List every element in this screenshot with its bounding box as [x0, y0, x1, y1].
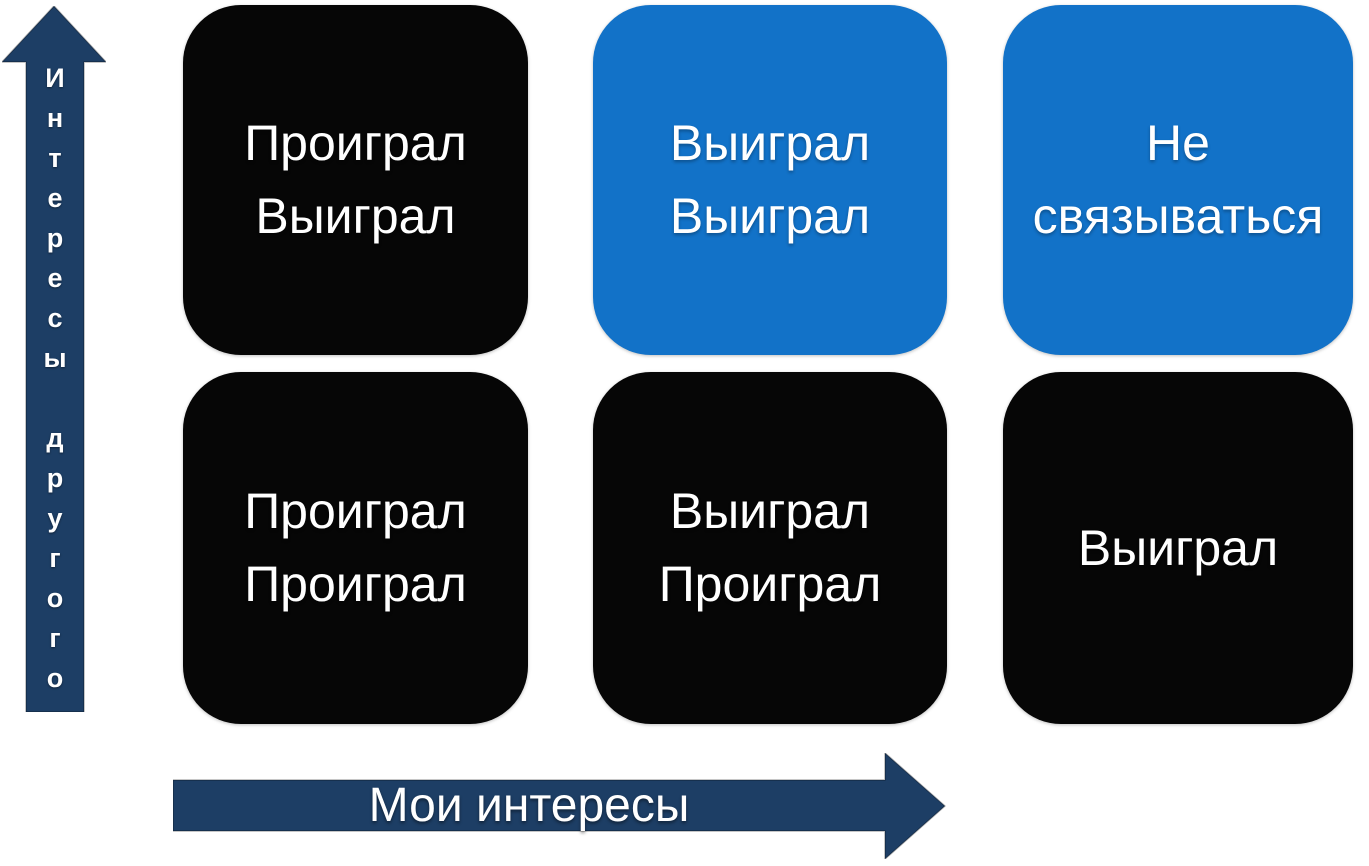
y-axis-label-letter: н: [46, 102, 64, 133]
y-axis-label-letter: ы: [43, 342, 67, 373]
cell-win-win-line1: Выиграл: [669, 115, 871, 171]
y-axis-label-letter: г: [49, 622, 61, 653]
cell-lose-lose-line2: Проиграл: [244, 556, 467, 612]
cell-avoid-line1: Не: [1146, 115, 1210, 171]
cell-win-lose-label: Выиграл Проиграл: [659, 475, 882, 621]
y-axis-label-letter: д: [46, 422, 64, 453]
cell-lose-lose-label: Проиграл Проиграл: [244, 475, 467, 621]
y-axis-label-letter: о: [46, 582, 64, 613]
cell-avoid-line2: связываться: [1032, 188, 1324, 244]
y-axis-label-letter: т: [48, 142, 62, 173]
cell-lose-win-line2: Выиграл: [255, 188, 456, 244]
cell-avoid-label: Не связываться: [1033, 107, 1324, 253]
cell-win: Выиграл: [1003, 372, 1353, 724]
y-axis-label-letter: [26, 378, 84, 418]
cell-lose-lose: Проиграл Проиграл: [183, 372, 528, 724]
cell-win-lose: Выиграл Проиграл: [593, 372, 947, 724]
y-axis-label-letter: о: [46, 662, 64, 693]
cell-win-win: Выиграл Выиграл: [593, 5, 947, 355]
x-axis-label: Мои интересы: [368, 778, 690, 832]
cell-win-lose-line1: Выиграл: [669, 483, 871, 539]
y-axis-label-letter: р: [46, 222, 64, 253]
y-axis-label-letter: у: [47, 502, 63, 533]
cell-lose-win-label: Проиграл Выиграл: [244, 107, 467, 253]
cell-lose-lose-line1: Проиграл: [244, 483, 467, 539]
y-axis-up-arrow-icon: [2, 6, 106, 712]
cell-win-line1: Выиграл: [1077, 519, 1279, 576]
x-axis-right-arrow-icon: [173, 753, 946, 859]
cell-avoid: Не связываться: [1003, 5, 1353, 355]
y-axis-label-letter: И: [45, 62, 65, 93]
y-axis-label-letter: р: [46, 462, 64, 493]
y-axis-label-letter: с: [47, 302, 63, 333]
y-axis-label-letter: г: [49, 542, 61, 573]
cell-win-win-label: Выиграл Выиграл: [670, 107, 870, 253]
cell-win-win-line2: Выиграл: [669, 188, 871, 244]
y-axis-label-letter: е: [47, 182, 63, 213]
cell-lose-win-line1: Проиграл: [244, 115, 467, 171]
cell-win-label: Выиграл: [1078, 512, 1278, 585]
cell-lose-win: Проиграл Выиграл: [183, 5, 528, 355]
y-axis-label-letter: е: [47, 262, 63, 293]
cell-win-lose-line2: Проиграл: [658, 556, 882, 612]
